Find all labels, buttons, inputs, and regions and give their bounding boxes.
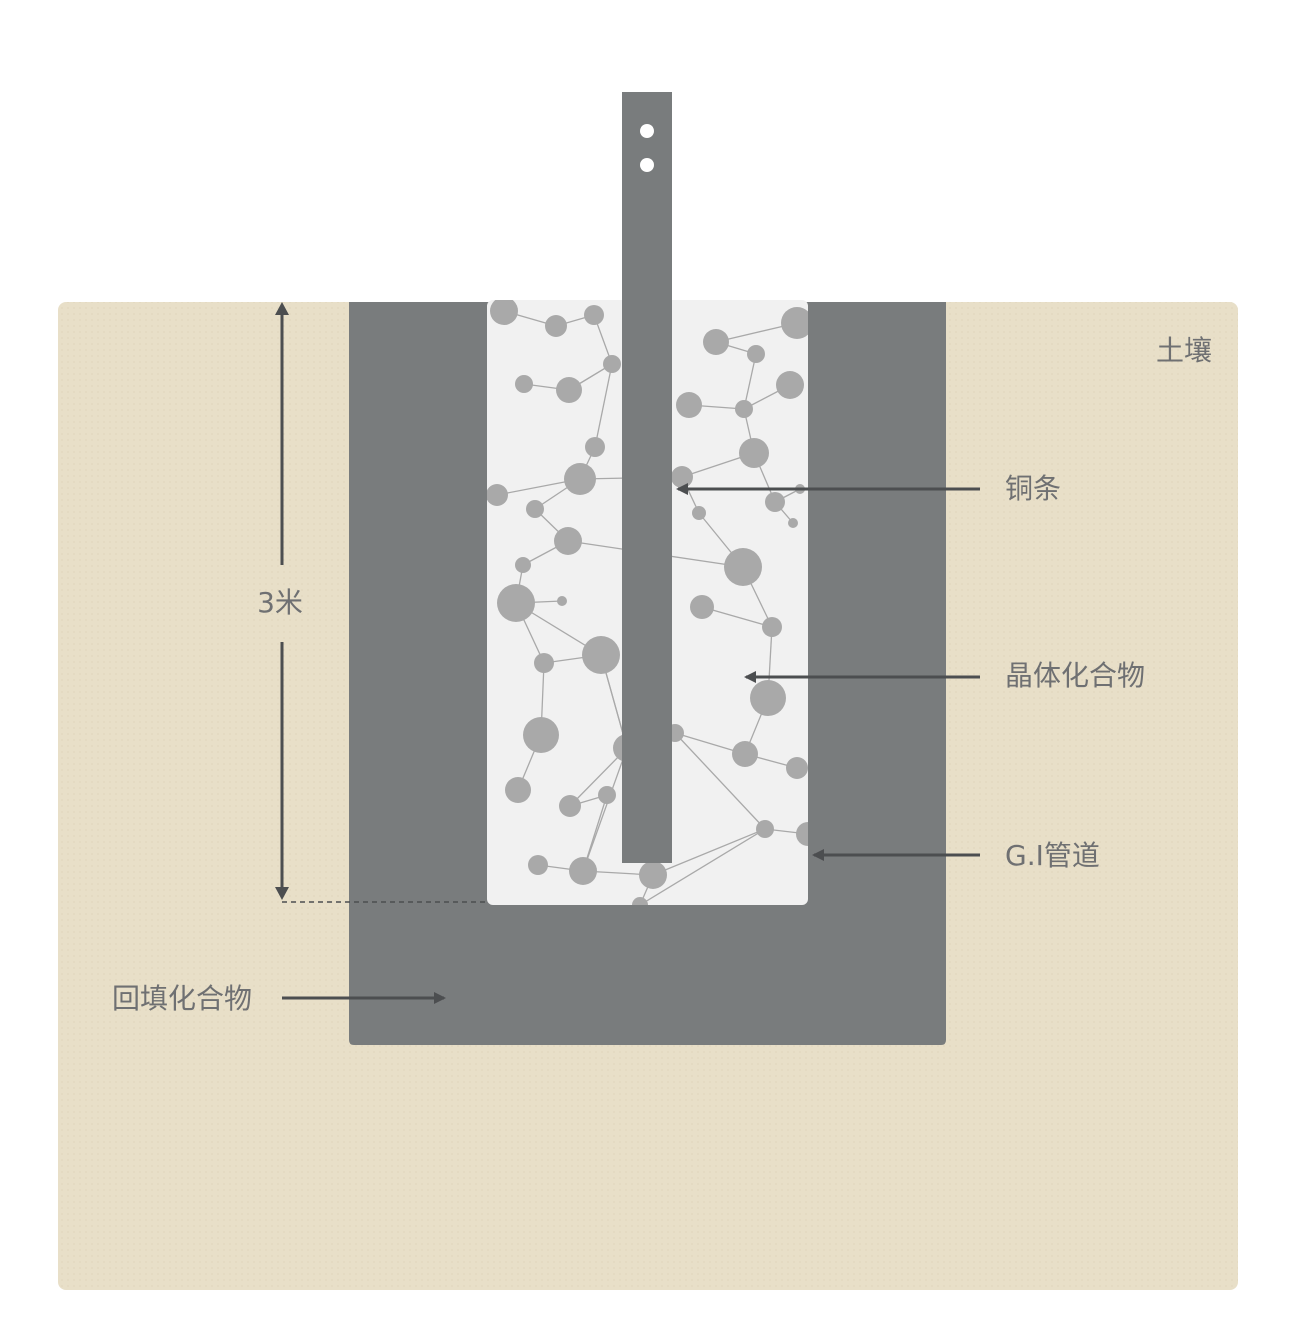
- particle-node: [554, 527, 582, 555]
- particle-node: [526, 500, 544, 518]
- particle-bond: [639, 828, 766, 905]
- copper-strip-hole-bottom: [640, 158, 654, 172]
- particle-node: [788, 518, 798, 528]
- particle-bond: [674, 732, 766, 830]
- particle-node: [781, 307, 808, 339]
- particle-node: [559, 795, 581, 817]
- particle-node: [598, 786, 616, 804]
- particle-node: [735, 400, 753, 418]
- copper-strip-label: 铜条: [1005, 472, 1061, 505]
- particle-node: [505, 777, 531, 803]
- particle-node: [582, 636, 620, 674]
- particle-node: [739, 438, 769, 468]
- particle-node: [747, 345, 765, 363]
- particle-node: [490, 300, 518, 325]
- particle-node: [796, 822, 808, 846]
- particle-node: [724, 548, 762, 586]
- particle-node: [584, 305, 604, 325]
- particle-node: [676, 392, 702, 418]
- depth-label: 3米: [257, 586, 303, 619]
- particle-node: [497, 584, 535, 622]
- particle-node: [487, 484, 508, 506]
- particle-node: [703, 329, 729, 355]
- gi-pipe-label: G.I管道: [1005, 839, 1100, 872]
- particle-node: [556, 377, 582, 403]
- particle-node: [639, 861, 667, 889]
- particle-node: [632, 897, 648, 905]
- particle-node: [690, 595, 714, 619]
- particle-node: [515, 557, 531, 573]
- particle-bond: [582, 747, 628, 872]
- particle-node: [585, 437, 605, 457]
- particle-node: [786, 757, 808, 779]
- particle-node: [671, 466, 693, 488]
- particle-node: [692, 506, 706, 520]
- particle-node: [564, 463, 596, 495]
- particle-node: [545, 315, 567, 337]
- particle-node: [756, 820, 774, 838]
- particle-node: [776, 371, 804, 399]
- particle-node: [534, 653, 554, 673]
- copper-strip: [622, 92, 672, 863]
- particle-node: [528, 855, 548, 875]
- particle-node: [515, 375, 533, 393]
- crystal-particles: [487, 300, 808, 905]
- particle-node: [765, 492, 785, 512]
- particle-node: [523, 717, 559, 753]
- particle-bond: [652, 828, 766, 876]
- copper-strip-hole-top: [640, 124, 654, 138]
- crystal-compound-label: 晶体化合物: [1005, 659, 1145, 692]
- soil-label: 土壤: [1156, 334, 1212, 367]
- particle-node: [732, 741, 758, 767]
- particle-node: [557, 596, 567, 606]
- particle-node: [603, 355, 621, 373]
- particle-node: [762, 617, 782, 637]
- particle-node: [750, 680, 786, 716]
- depth-arrow-bottom: [275, 887, 289, 900]
- particle-node: [569, 857, 597, 885]
- depth-arrow-top: [275, 302, 289, 315]
- particle-bond: [743, 353, 757, 410]
- backfill-compound-label: 回填化合物: [112, 982, 252, 1015]
- particle-bond: [594, 363, 613, 448]
- particle-bond: [701, 606, 773, 628]
